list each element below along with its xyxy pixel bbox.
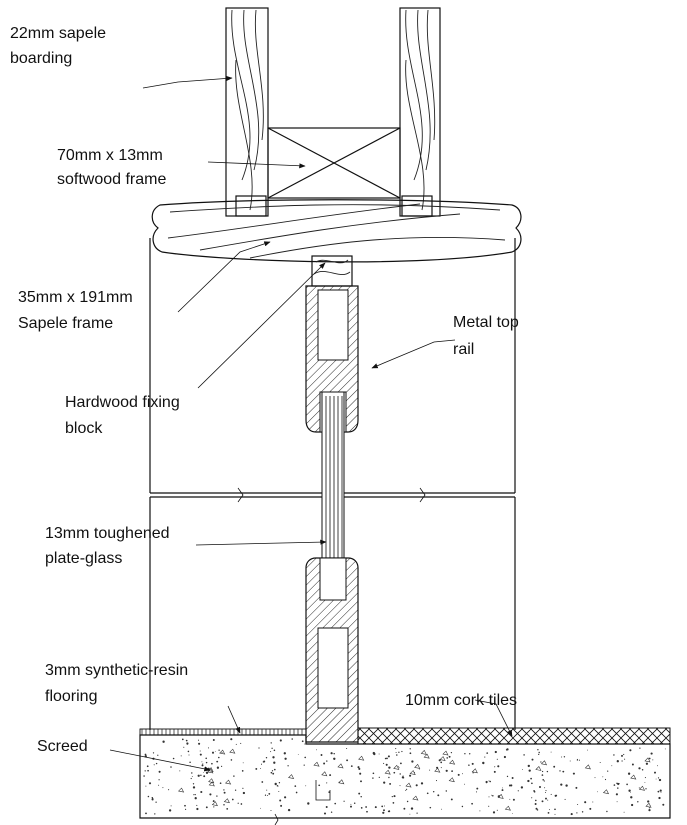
- label-softwood-frame: 70mm x 13mm softwood frame: [57, 147, 167, 188]
- sapele-frame-capping: [151, 199, 522, 263]
- softwood-frame-section: [267, 127, 401, 199]
- label-hardwood-fixing-block: Hardwood fixing block: [65, 394, 184, 437]
- leader-lines: [109, 75, 513, 772]
- sapele-boarding-left: [225, 7, 269, 217]
- break-mark-left: [237, 487, 244, 503]
- cork-tiles: [357, 727, 671, 745]
- metal-bottom-rail: [305, 557, 359, 743]
- label-resin-flooring: 3mm synthetic-resin flooring: [45, 662, 193, 705]
- label-metal-top-rail: Metal top rail: [453, 314, 523, 358]
- label-plate-glass: 13mm toughened plate-glass: [45, 525, 174, 567]
- label-sapele-boarding: 22mm sapele boarding: [10, 25, 111, 67]
- label-sapele-frame: 35mm x 191mm Sapele frame: [18, 289, 137, 332]
- synthetic-resin-flooring: [139, 728, 307, 736]
- break-mark-right: [419, 487, 426, 503]
- label-cork-tiles: 10mm cork tiles: [405, 692, 517, 709]
- screed-break-mark: [274, 813, 279, 825]
- sapele-boarding-right: [399, 7, 441, 217]
- anchor-detail: [315, 780, 331, 801]
- label-screed: Screed: [37, 738, 88, 755]
- concrete-screed: [139, 734, 671, 819]
- hardwood-fixing-block: [311, 255, 353, 287]
